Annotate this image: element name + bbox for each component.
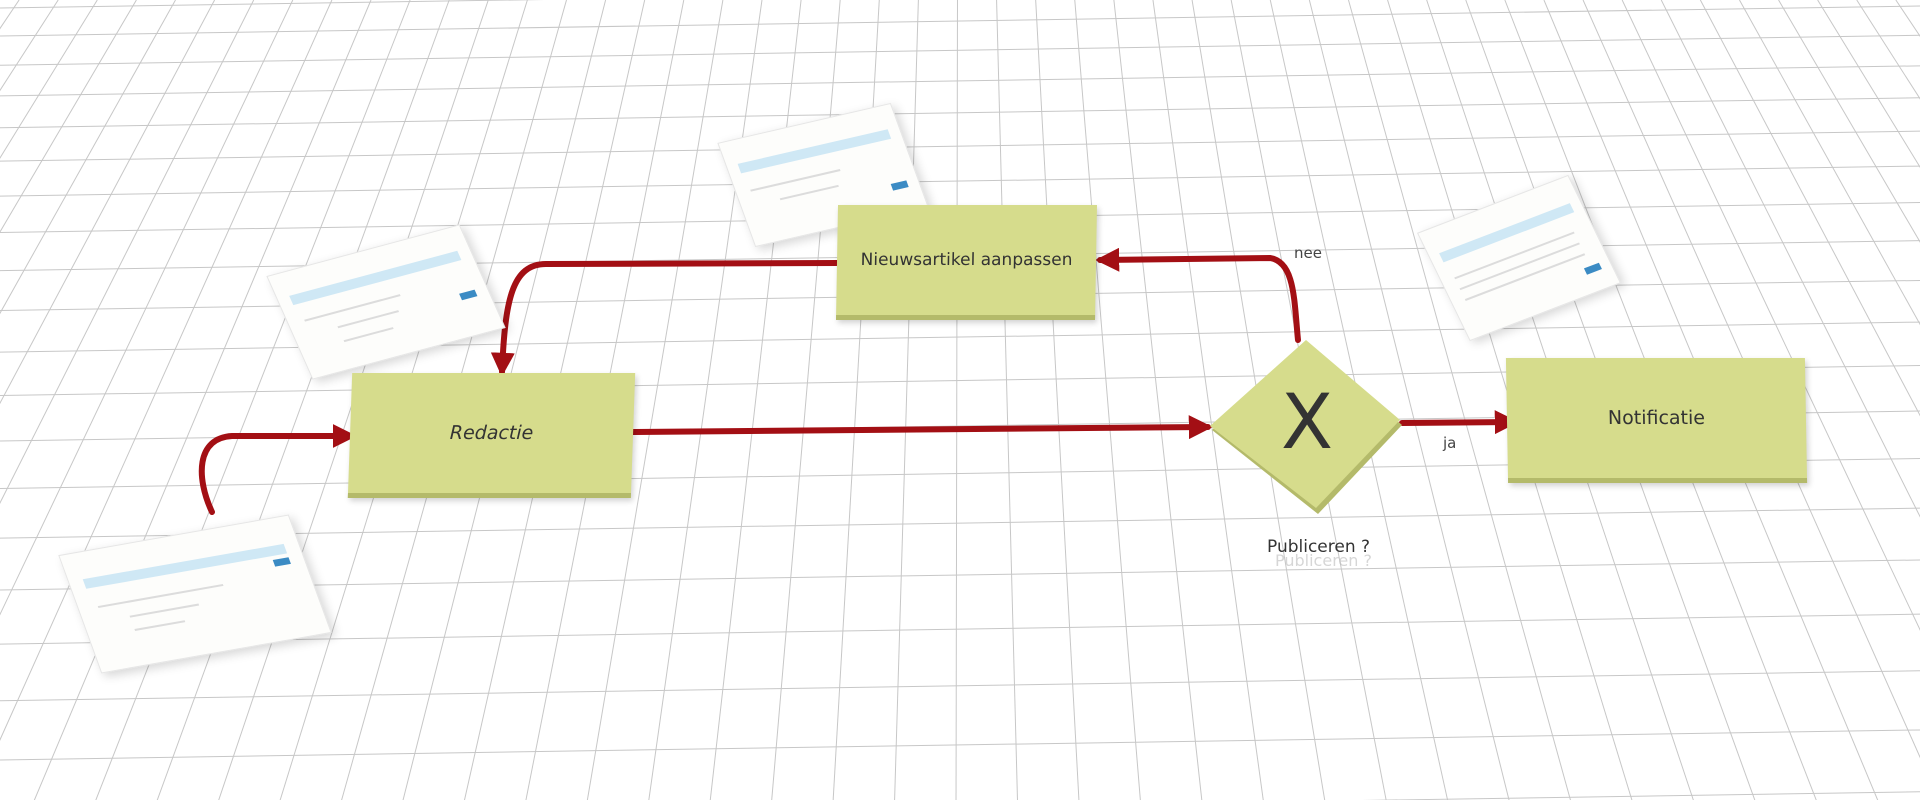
flow-gateway-to-aanpassen — [1095, 247, 1301, 343]
gateway-x-icon: X — [1281, 377, 1333, 466]
task-nieuwsartikel-aanpassen[interactable]: Nieuwsartikel aanpassen — [835, 205, 1098, 320]
grid-line-v — [1035, 0, 1080, 800]
grid-line-v — [95, 0, 411, 800]
gateway-diamond — [1210, 340, 1400, 508]
flow-aanpassen-to-redactie — [490, 260, 841, 377]
grid-line-v — [709, 0, 802, 800]
task-redactie[interactable]: Redactie — [347, 373, 636, 498]
flow-arrows — [198, 247, 1519, 515]
grid-line-h — [1361, 791, 1920, 800]
grid-line-v — [0, 0, 137, 233]
grid-line-v — [1347, 0, 1571, 800]
grid-line-h — [0, 65, 1920, 97]
grid-line-v — [1778, 0, 1920, 243]
flow-redactie-to-gateway — [627, 415, 1213, 440]
grid-line-h — [0, 0, 545, 9]
grid-line-v — [1817, 0, 1920, 169]
task-notificatie[interactable]: Notificatie — [1505, 358, 1808, 483]
gateway[interactable] — [1210, 340, 1402, 514]
task-aanpassen-label: Nieuwsartikel aanpassen — [860, 250, 1073, 270]
flow-start-to-redactie — [198, 424, 357, 515]
grid-line-h — [0, 670, 1920, 702]
gateway-label: Publiceren ? — [1267, 537, 1371, 557]
grid-line-h — [0, 559, 1920, 591]
edge-label-nee: nee — [1294, 244, 1322, 262]
grid-line-h — [0, 34, 1920, 66]
grid-line-v — [0, 0, 216, 405]
grid-line-v — [996, 0, 1018, 800]
task-notificatie-label: Notificatie — [1607, 407, 1706, 429]
grid-line-v — [1895, 0, 1920, 38]
grid-line-v — [1660, 0, 1920, 518]
grid-line-h — [0, 729, 1920, 761]
grid-line-v — [586, 0, 724, 800]
grid-line-h — [0, 5, 1920, 37]
grid-line-v — [0, 0, 59, 92]
grid-line-v — [1152, 0, 1264, 800]
grid-line-v — [1308, 0, 1510, 800]
grid-line-v — [1621, 0, 1920, 631]
grid-line-v — [1113, 0, 1203, 800]
grid-line-v — [0, 0, 294, 616]
edge-label-ja: ja — [1443, 434, 1457, 452]
flow-gateway-to-notificatie — [1399, 410, 1519, 435]
gateway-label-reflection: Publiceren ? — [1275, 551, 1372, 570]
grid-line-h — [0, 507, 1920, 539]
grid-line-h — [0, 613, 1920, 645]
grid-line-v — [0, 0, 98, 159]
grid-line-v — [1739, 0, 1920, 326]
grid-line-v — [1856, 0, 1920, 100]
grid-line-h — [0, 130, 1920, 162]
grid-line-v — [33, 0, 372, 800]
grid-line-v — [955, 0, 958, 800]
task-redactie-label: Redactie — [449, 422, 534, 444]
grid-line-v — [1699, 0, 1920, 417]
grid-line-v — [894, 0, 919, 800]
grid-line-v — [648, 0, 763, 800]
grid-line-h — [0, 97, 1920, 129]
grid-line-h — [0, 165, 1920, 197]
grid-line-v — [0, 0, 176, 315]
grid-line-v — [0, 0, 20, 30]
grid-line-v — [156, 0, 450, 800]
grid-line-v — [0, 0, 255, 504]
grid-line-v — [1074, 0, 1141, 800]
grid-line-v — [0, 0, 333, 741]
